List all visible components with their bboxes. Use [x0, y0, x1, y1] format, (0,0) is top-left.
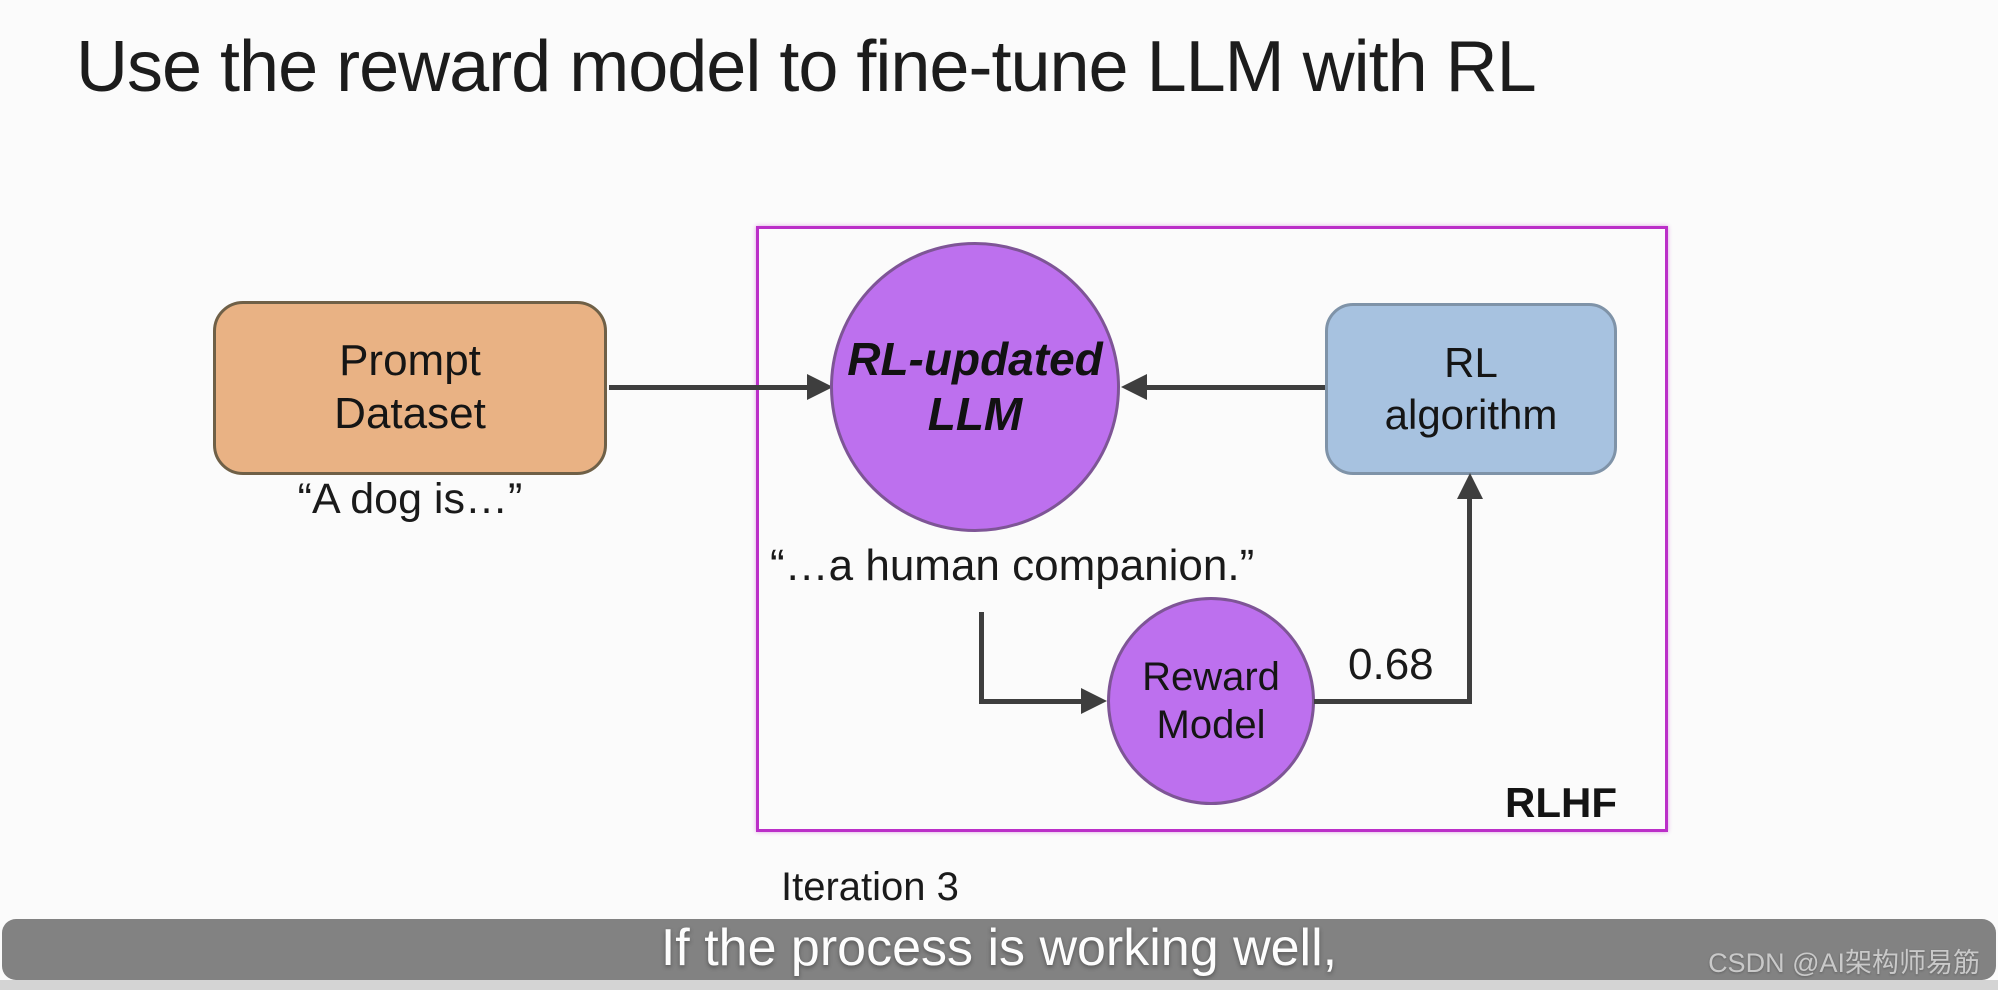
prompt-dataset-node: Prompt Dataset: [213, 301, 607, 475]
arrow-completion-to-reward-vline: [979, 612, 984, 704]
reward-model-label-line2: Model: [1156, 703, 1266, 747]
prompt-dataset-label-line1: Prompt: [339, 336, 481, 386]
rl-updated-llm-node: RL-updated LLM: [830, 242, 1120, 532]
arrow-reward-to-rl-head: [1457, 473, 1483, 499]
arrow-completion-to-reward-head: [1081, 688, 1107, 714]
completion-example-quote: “…a human companion.”: [770, 541, 1255, 590]
arrow-prompt-to-llm-line: [609, 385, 811, 390]
caption-text: If the process is working well,: [660, 918, 1338, 977]
caption-bar: If the process is working well,: [2, 919, 1996, 980]
rlhf-boundary-box: [756, 226, 1668, 832]
arrow-rl-to-llm-head: [1121, 374, 1147, 400]
prompt-dataset-label-line2: Dataset: [334, 389, 486, 438]
slide-title: Use the reward model to fine-tune LLM wi…: [76, 27, 1537, 107]
reward-score-label: 0.68: [1348, 640, 1434, 689]
arrow-rl-to-llm-line: [1147, 385, 1325, 390]
rl-algorithm-label-line2: algorithm: [1384, 391, 1558, 438]
rl-algorithm-label-line1: RL: [1444, 338, 1498, 386]
rl-updated-llm-label-line1: RL-updated: [847, 332, 1103, 385]
arrow-prompt-to-llm-head: [807, 374, 833, 400]
arrow-completion-to-reward-hline: [979, 699, 1083, 704]
reward-model-node: Reward Model: [1107, 597, 1315, 805]
iteration-label: Iteration 3: [781, 865, 959, 909]
rl-updated-llm-label-line2: LLM: [927, 388, 1023, 440]
prompt-example-quote: “A dog is…”: [297, 475, 523, 523]
watermark: CSDN @AI架构师易筋: [1708, 948, 1980, 978]
arrow-reward-to-rl-vline: [1467, 497, 1472, 704]
reward-model-label-line1: Reward: [1142, 655, 1280, 699]
rlhf-label: RLHF: [1505, 779, 1617, 826]
rl-algorithm-node: RL algorithm: [1325, 303, 1617, 475]
bottom-strip: [0, 980, 1998, 990]
arrow-reward-to-rl-hline: [1314, 699, 1472, 704]
